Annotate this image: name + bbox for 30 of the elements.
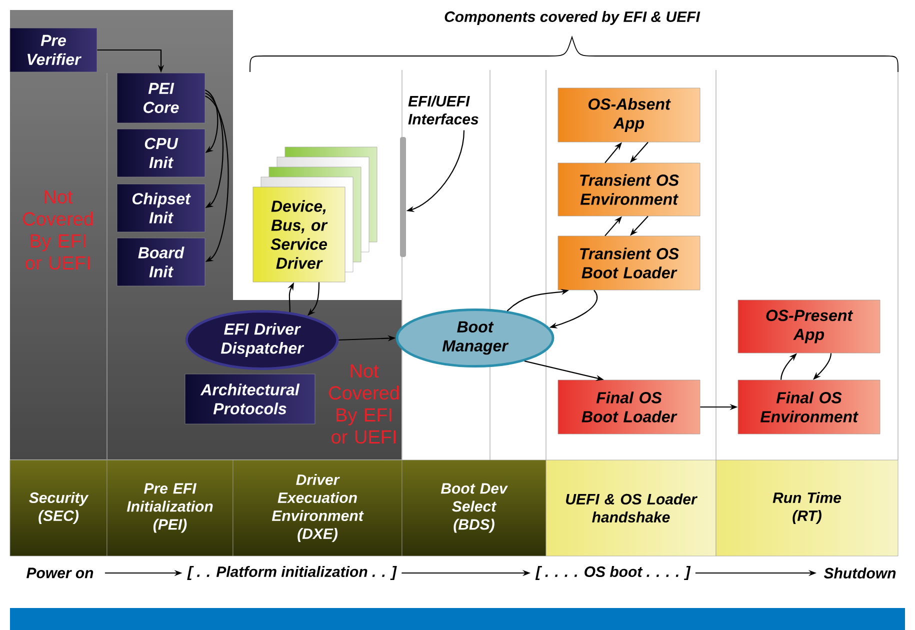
phase-band: Pre EFI Initialization (PEI) [106,460,234,556]
callout-text: EFI/UEFI Interfaces [408,96,478,124]
stage-box: Transient OS Boot Loader [558,236,700,290]
process-box: Architectural Protocols [184,374,316,424]
timeline-text: [ . . . . OS boot . . . . ] [535,566,691,580]
stage-box: OS-Present App [738,300,880,354]
arrow [204,90,218,153]
stage-box: Final OS Environment [738,380,880,434]
arrow [204,96,229,262]
not-covered-note: Not Covered By EFI or UEFI [23,190,93,270]
process-box: Board Init [116,238,206,286]
arrow [204,92,224,208]
driver-box: Device, Bus, or Service Driver [252,186,346,282]
stage-box: Final OS Boot Loader [558,380,700,434]
phase-band: UEFI & OS Loader handshake [546,460,716,556]
timeline-text: [ . . Platform initialization . . ] [187,566,397,580]
process-box: Chipset Init [116,184,206,232]
interface-bar [400,137,406,257]
timeline-text: Power on [26,568,94,578]
process-box: PEI Core [116,72,206,124]
process-box: CPU Init [116,128,206,178]
stage-box: Transient OS Environment [558,162,700,216]
phase-band: Run Time (RT) [716,460,898,556]
timeline-text: Shutdown [824,568,896,579]
process-box: Pre Verifier [10,28,98,72]
stage-box: OS-Absent App [558,88,700,142]
phase-band: Driver Execuation Environment (DXE) [232,460,402,556]
title: Components covered by EFI & UEFI [444,11,700,25]
phase-band: Boot Dev Select (BDS) [402,460,546,556]
phase-band: Security (SEC) [10,460,108,556]
